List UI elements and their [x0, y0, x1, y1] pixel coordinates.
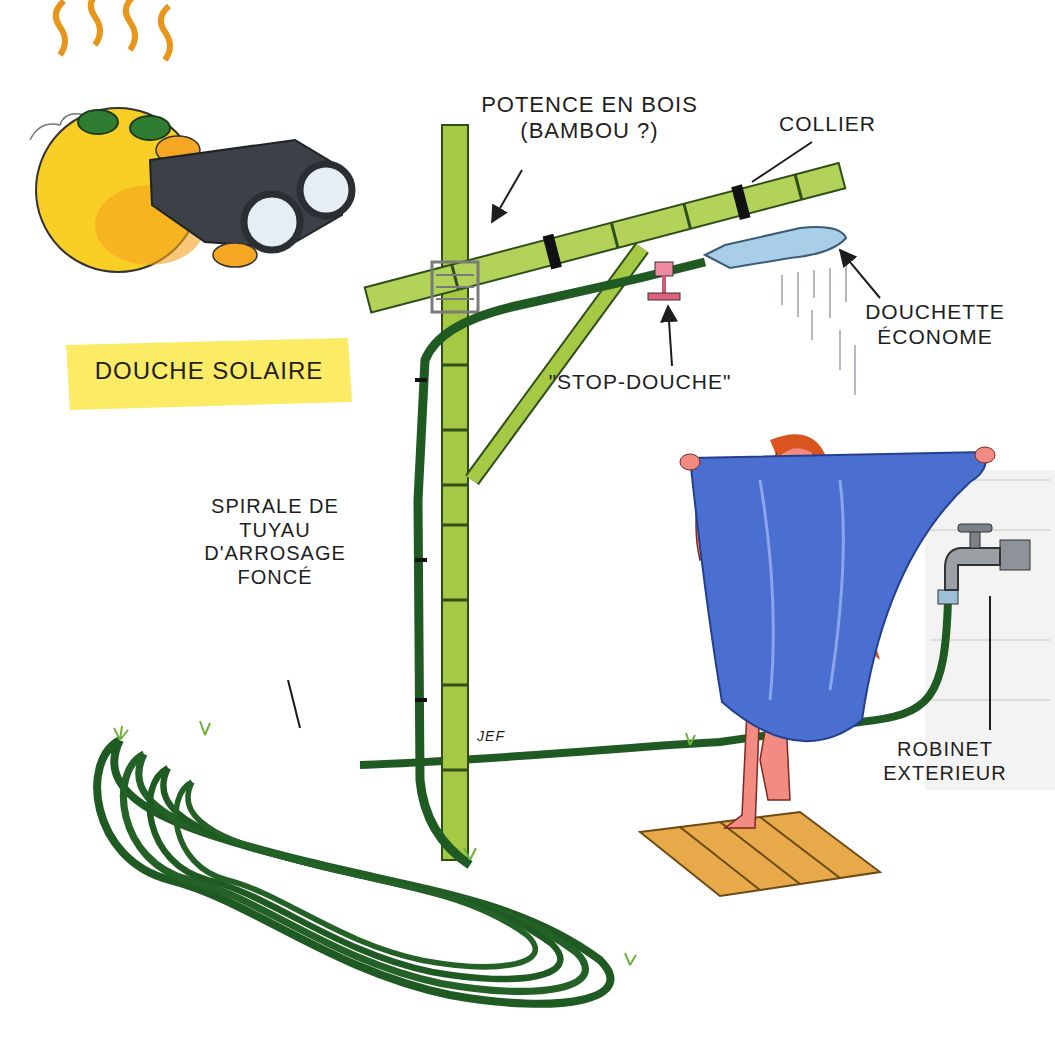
heat-ray: [126, 0, 135, 50]
hose-loop: [150, 768, 561, 979]
leader-line: [288, 680, 300, 728]
valve-body: [655, 262, 673, 276]
part-label: SPIRALE DE TUYAU D'ARROSAGE FONCÉ: [195, 495, 355, 589]
outdoor-tap: [945, 524, 1030, 590]
sun-hair: [30, 114, 85, 140]
bamboo-node: [452, 175, 802, 290]
hose-loop: [123, 754, 585, 991]
part-label: DOUCHETTE ÉCONOME: [845, 300, 1025, 350]
pallet-plank: [680, 817, 840, 890]
part-label: COLLIER: [765, 112, 890, 137]
heat-ray: [91, 0, 100, 45]
leader-line: [840, 250, 880, 298]
sun-character: [30, 0, 352, 272]
wooden-pallet: [640, 812, 880, 896]
binding-wire: [432, 262, 478, 312]
hand: [213, 243, 257, 267]
collar: [731, 184, 750, 220]
valve-handle: [648, 293, 680, 300]
water-spray: [782, 262, 855, 395]
hand: [680, 454, 700, 470]
towel: [690, 452, 986, 741]
valve-stem: [662, 276, 666, 294]
tap-handle: [958, 524, 992, 532]
leader-line: [492, 170, 522, 222]
hose-loop: [176, 782, 535, 967]
collar: [415, 380, 427, 700]
collar: [543, 234, 562, 270]
binding-wire: [436, 275, 474, 299]
bamboo-pole: [442, 125, 468, 860]
sunglasses-lens: [78, 110, 118, 134]
hose-loop: [97, 740, 610, 1004]
tap-stem: [970, 530, 980, 548]
stop-valve: [648, 262, 680, 300]
hose-connector: [938, 590, 958, 604]
leader-line: [752, 142, 812, 182]
bamboo-node: [442, 365, 468, 770]
tap-body: [945, 548, 1000, 590]
title-highlight: [66, 338, 352, 410]
heat-ray: [56, 1, 65, 55]
hand: [975, 447, 995, 463]
binocular-lens: [244, 194, 300, 250]
heat-ray: [161, 6, 170, 60]
part-label: "STOP-DOUCHE": [540, 370, 740, 395]
towel-fold: [760, 480, 843, 700]
grass-tuft: [114, 721, 695, 965]
hose-coil: [97, 740, 610, 1004]
sunglasses-lens: [130, 116, 170, 140]
binocular-lens: [300, 164, 352, 216]
part-label: POTENCE EN BOIS (BAMBOU ?): [462, 92, 717, 144]
garden-hose: [418, 262, 705, 865]
leader-line: [989, 596, 991, 730]
bamboo-crossbar: [364, 159, 847, 316]
part-label: ROBINET EXTERIEUR: [860, 738, 1030, 785]
leader-line: [668, 306, 672, 366]
pallet: [640, 812, 880, 896]
tap-base: [1000, 540, 1030, 570]
title: DOUCHE SOLAIRE: [70, 358, 348, 384]
shower-head: [705, 227, 846, 268]
signature: JEF: [466, 728, 516, 745]
